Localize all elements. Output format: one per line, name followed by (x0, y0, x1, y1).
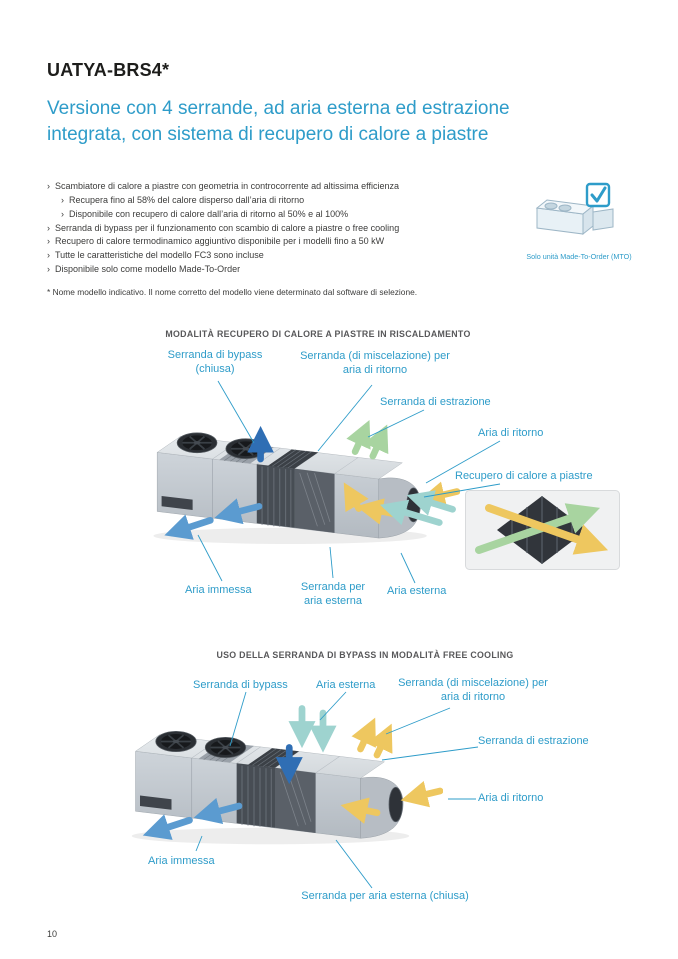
label-extraction-damper: Serranda di estrazione (478, 735, 589, 747)
ahu-unit-illustration (130, 705, 443, 845)
supply-air-arrow (142, 814, 193, 840)
label-supply-air: Aria immessa (185, 584, 252, 596)
label-external-damper: Serranda per aria esterna (300, 581, 366, 607)
mto-unit-icon (535, 182, 614, 236)
label-return-air: Aria di ritorno (478, 792, 544, 804)
label-plate-recovery: Recupero di calore a piastre (455, 470, 593, 482)
exhaust-arrow (351, 717, 376, 753)
label-extraction-damper: Serranda di estrazione (380, 396, 491, 408)
bullet-marker: › (61, 194, 64, 205)
bullet-marker: › (61, 208, 64, 219)
feature-text: Recupera fino al 58% del calore disperso… (69, 194, 305, 205)
feature-text: Disponibile solo come modello Made-To-Or… (55, 264, 241, 275)
mto-caption: Solo unità Made-To-Order (MTO) (526, 252, 632, 261)
feature-text: Scambiatore di calore a piastre con geom… (55, 181, 400, 191)
label-external-air: Aria esterna (316, 679, 376, 691)
heat-exchanger-inset (465, 490, 620, 575)
return-air-arrow (343, 482, 369, 513)
page-number: 10 (47, 929, 58, 939)
bullet-marker: › (47, 236, 50, 247)
page-title: UATYA-BRS4* (47, 60, 170, 80)
checkmark-icon (585, 182, 611, 208)
external-air-arrow (406, 490, 456, 516)
return-air-arrow (418, 481, 460, 508)
feature-list: › Scambiatore di calore a piastre con geo… (47, 181, 517, 278)
supply-air-arrow (164, 514, 214, 540)
feature-item: › Tutte le caratteristiche del modello FC… (47, 250, 517, 261)
label-return-air: Aria di ritorno (478, 427, 544, 439)
label-supply-air: Aria immessa (148, 855, 215, 867)
feature-item: › Scambiatore di calore a piastre con geo… (47, 181, 517, 192)
label-mixing-damper: Serranda (di miscelazione) per aria di r… (398, 677, 548, 703)
label-external-damper: Serranda per aria esterna (chiusa) (301, 890, 469, 902)
supply-air-arrow (193, 797, 243, 825)
airflow-arrows (142, 705, 443, 840)
label-external-air: Aria esterna (387, 585, 447, 597)
feature-item: › Disponibile con recupero di calore dall… (47, 209, 517, 220)
feature-item: › Serranda di bypass per il funzionamento… (47, 223, 517, 234)
bullet-marker: › (47, 222, 50, 233)
feature-item: › Disponibile solo come modello Made-To-O… (47, 264, 517, 275)
exhaust-arrow (346, 420, 371, 455)
exhaust-arrow (368, 723, 393, 759)
return-air-arrow (400, 780, 443, 808)
bullet-marker: › (47, 181, 50, 191)
feature-text: Disponibile con recupero di calore dall’… (69, 208, 349, 219)
feature-item: › Recupera fino al 58% del calore dispers… (47, 195, 517, 206)
label-mixing-damper: Serranda (di miscelazione) per aria di r… (300, 350, 450, 376)
exhaust-arrow (364, 424, 389, 460)
label-bypass-damper: Serranda di bypass (193, 679, 288, 691)
feature-text: Recupero di calore termodinamico aggiunt… (55, 236, 385, 247)
feature-text: Serranda di bypass per il funzionamento … (55, 222, 400, 233)
page-subtitle: Versione con 4 serrande, ad aria esterna… (47, 98, 510, 145)
feature-item: › Recupero di calore termodinamico aggiun… (47, 236, 517, 247)
diagram-free-cooling: USO DELLA SERRANDA DI BYPASS IN MODALITÀ… (0, 648, 678, 948)
diagram-heat-recovery: MODALITÀ RECUPERO DI CALORE A PIASTRE IN… (0, 327, 678, 627)
supply-air-arrow (214, 498, 263, 525)
bullet-marker: › (47, 250, 50, 261)
diagram1-title: MODALITÀ RECUPERO DI CALORE A PIASTRE IN… (165, 329, 471, 339)
bullet-marker: › (47, 264, 50, 275)
ahu-unit-illustration (152, 420, 460, 545)
return-air-arrow (340, 797, 381, 824)
footnote: * Nome modello indicativo. Il nome corre… (47, 287, 418, 297)
feature-text: Tutte le caratteristiche del modello FC3… (55, 250, 264, 261)
mto-badge: Solo unità Made-To-Order (MTO) (518, 178, 640, 261)
label-bypass-damper: Serranda di bypass (chiusa) (167, 349, 263, 375)
diagram2-title: USO DELLA SERRANDA DI BYPASS IN MODALITÀ… (216, 650, 514, 660)
